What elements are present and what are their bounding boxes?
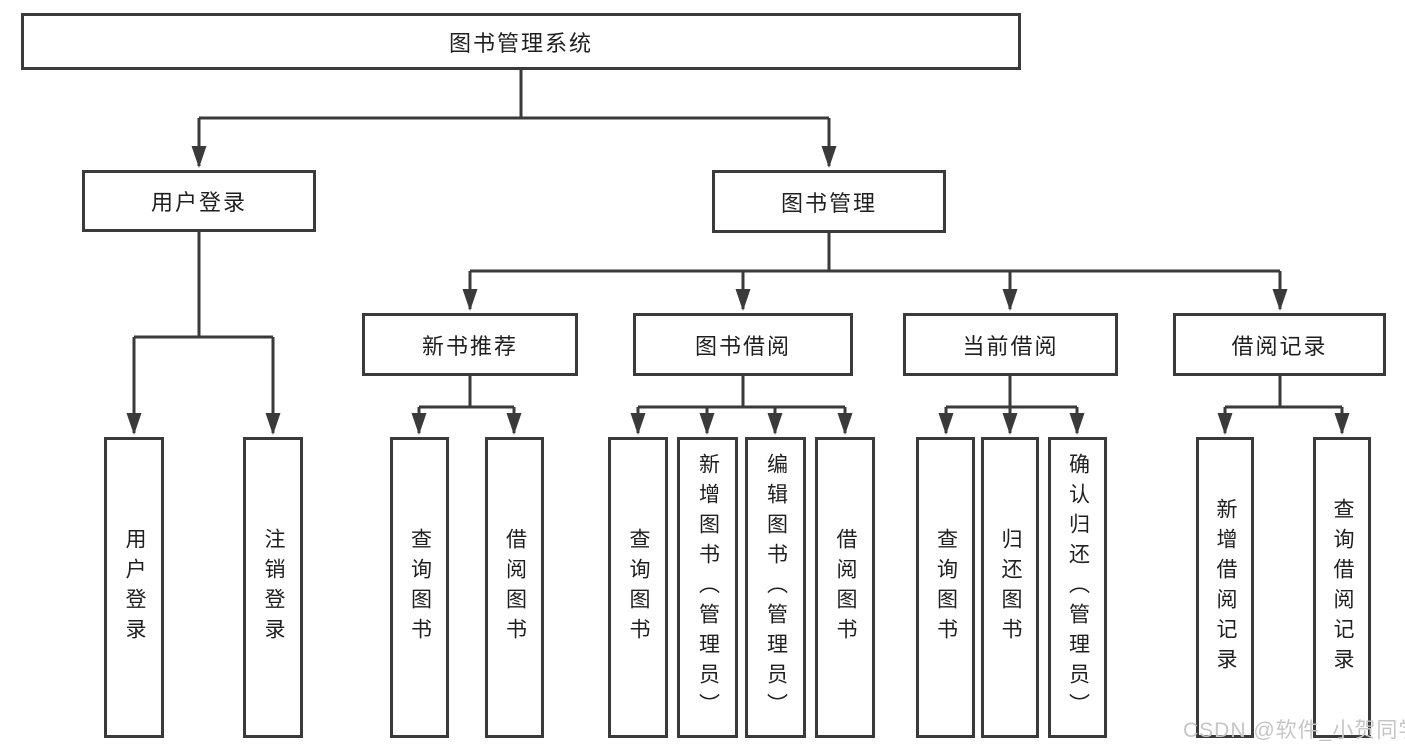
leaf-borrow-add-books-admin: 新增图书（管理员） [677,437,738,738]
leaf-rec-query-books: 查询图书 [390,437,449,738]
leaf-logout: 注销登录 [243,437,303,738]
leaf-records-add-record: 新增借阅记录 [1196,437,1254,738]
node-user-login: 用户登录 [82,170,316,232]
leaf-records-query-record: 查询借阅记录 [1313,437,1371,738]
node-book-borrowing: 图书借阅 [633,313,853,376]
node-new-book-recommend: 新书推荐 [362,313,578,376]
node-borrowing-records: 借阅记录 [1173,313,1386,376]
leaf-rec-borrow-books: 借阅图书 [485,437,544,738]
leaf-borrow-query-books: 查询图书 [608,437,668,738]
node-current-borrowing: 当前借阅 [903,313,1118,376]
csdn-watermark: CSDN @软件_小贺同学 [1183,719,1405,742]
leaf-current-confirm-return-admin: 确认归还（管理员） [1048,437,1107,738]
node-library-management-system: 图书管理系统 [21,13,1021,70]
leaf-user-login: 用户登录 [104,437,164,738]
leaf-borrow-edit-books-admin: 编辑图书（管理员） [745,437,806,738]
leaf-current-query-books: 查询图书 [916,437,975,738]
leaf-current-return-books: 归还图书 [981,437,1039,738]
node-book-management: 图书管理 [712,170,946,233]
leaf-borrow-borrow-books: 借阅图书 [815,437,875,738]
